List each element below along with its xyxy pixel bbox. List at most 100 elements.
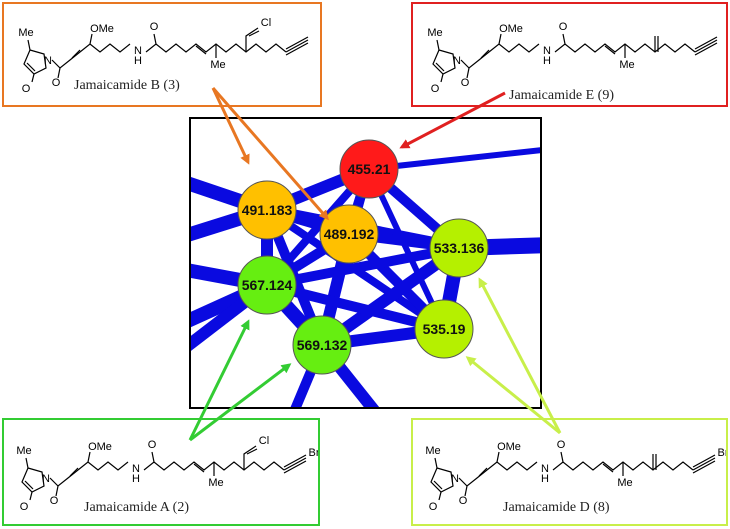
alkyne-1 [692,457,716,471]
caption-jamaicamide-e: Jamaicamide E (9) [509,88,614,103]
amide-co-2 [560,451,564,463]
amide-co-2 [153,33,157,45]
methyl-bond [434,457,438,469]
atom-label-o: O [459,495,468,507]
ome-bond [87,451,91,463]
atom-label-n: N [541,463,549,475]
network-node-489: 489.192 [319,204,379,264]
vinyl-chloride [245,27,259,52]
atom-label-o: O [431,83,440,95]
network-node-circle [429,218,489,278]
atom-label-n: N [132,463,140,475]
atom-label-n: N [134,45,142,57]
atom-label-ome: OMe [90,23,114,35]
methyl-bond [25,457,29,469]
atom-label-br: Br [718,447,727,459]
arrow-a-to-567 [188,319,250,441]
ome-bond [496,451,500,463]
network-node-circle [237,180,297,240]
atom-label-n: N [451,473,459,485]
atom-label-h: H [134,55,142,67]
arrow-d-to-535 [465,356,561,435]
alkyne-3 [692,460,716,474]
alkyne-2 [694,36,718,50]
backbone-1 [49,461,129,487]
ring-double-bond [24,480,34,490]
atom-label-o: O [20,501,29,513]
atom-label-me: Me [425,445,440,457]
atom-label-cl: Cl [261,17,271,29]
atom-label-o: O [22,83,31,95]
atom-label-h: H [543,55,551,67]
alkyne-3 [283,460,307,474]
network-node-circle [339,139,399,199]
atom-label-o: O [52,77,61,89]
carbonyl-bond [29,491,33,501]
amide-co-1 [464,485,468,497]
pyrrolinone-ring [21,467,45,493]
methyl-bond [27,39,31,51]
amide-co-2 [562,33,566,45]
amide-co-1 [55,485,59,497]
network-edge-567-535 [265,280,446,334]
atom-label-h: H [541,473,549,485]
network-node-circle [414,299,474,359]
arrow-e-to-455 [399,91,506,149]
vinyl-chloride [243,445,257,470]
atom-label-me: Me [18,27,33,39]
atom-label-ome: OMe [88,441,112,453]
atom-label-h: H [132,473,140,485]
atom-label-br: Br [309,447,319,459]
alkyne-1 [694,39,718,53]
carbonyl-bond [438,491,442,501]
molecular-network: 455.21491.183489.192533.136567.124535.19… [191,139,540,407]
network-node-label: 535.19 [423,321,466,337]
network-node-535: 535.19 [414,299,474,359]
caption-jamaicamide-a: Jamaicamide A (2) [84,500,189,515]
pyrrolinone-ring [23,49,47,75]
ome-bond [498,33,502,45]
vinyl-double [246,448,258,455]
atom-label-o: O [461,77,470,89]
alkyne-1 [283,457,307,471]
vinyl-double [248,30,260,37]
backbone-1 [51,43,131,69]
trans-double-bond [602,463,614,473]
atom-label-cl: Cl [259,435,269,447]
network-node-circle [237,255,297,315]
alkyne-2 [285,36,309,50]
backbone-1 [458,461,538,487]
enol-double [69,467,79,477]
amide-co-1 [466,67,470,79]
network-node-533: 533.136 [429,218,489,278]
atom-label-me: Me [617,477,632,489]
compound-box-jamaicamide-d: ONMeOOMeNHOMeBr Jamaicamide D (8) [411,418,728,526]
ring-double-bond [26,62,36,72]
alkyne-3 [285,42,309,56]
atom-label-me: Me [208,477,223,489]
atom-label-o: O [429,501,438,513]
network-edge-533-567 [266,243,460,290]
atom-label-me: Me [210,59,225,71]
network-node-455: 455.21 [339,139,399,199]
network-node-567: 567.124 [237,255,297,315]
atom-label-o: O [148,439,157,451]
structure-jamaicamide-d: ONMeOOMeNHOMeBr [425,439,727,513]
network-node-569: 569.132 [292,315,352,375]
alkyne-2 [283,454,307,468]
carbonyl-bond [31,73,35,83]
atom-label-n: N [44,55,52,67]
trans-double-bond [195,45,207,55]
network-edge-outer-8 [368,147,540,172]
ome-bond [89,33,93,45]
network-node-label: 533.136 [434,240,485,256]
alkyne-3 [694,42,718,56]
alkyne-2 [692,454,716,468]
atom-label-me: Me [619,59,634,71]
